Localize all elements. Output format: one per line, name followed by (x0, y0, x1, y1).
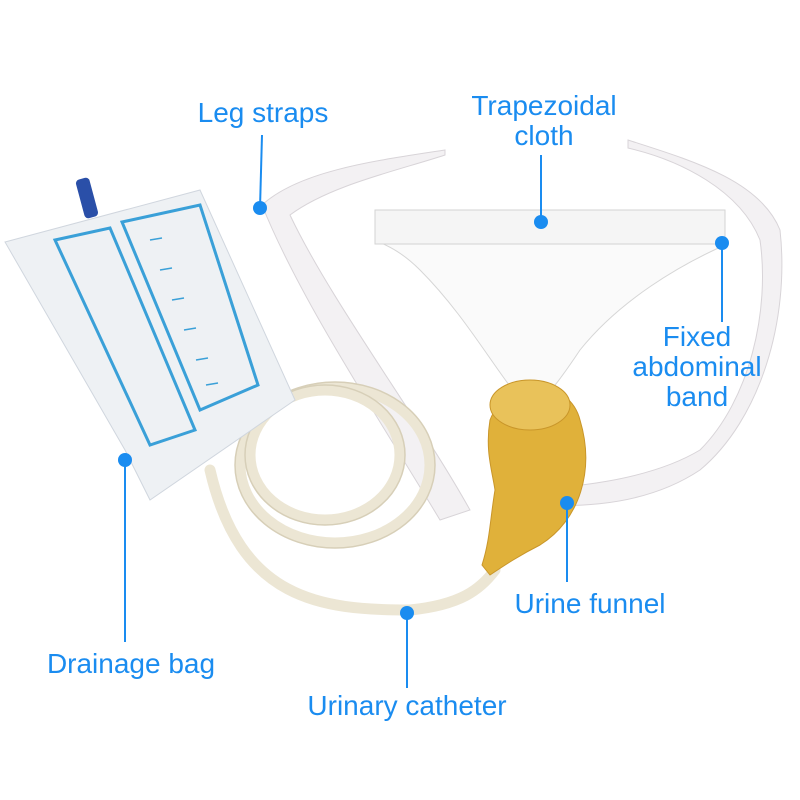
catheter-tube (204, 381, 501, 616)
funnel-dot (560, 496, 574, 510)
catheter-dot (400, 606, 414, 620)
trapezoidal-cloth-label: Trapezoidal cloth (471, 91, 616, 151)
drainage-bag-label: Drainage bag (46, 648, 216, 679)
urinary-catheter-label: Urinary catheter (307, 690, 507, 721)
label-line: abdominal (632, 351, 762, 382)
left-leg-strap (261, 149, 471, 521)
leg-straps-label: Leg straps (197, 97, 329, 128)
label-line: cloth (514, 120, 574, 151)
band-dot (715, 236, 729, 250)
label-line: band (665, 381, 729, 412)
fixed-abdominal-band-label: Fixed abdominal band (632, 322, 761, 412)
cloth-dot (534, 215, 548, 229)
label-line: Trapezoidal (471, 90, 617, 121)
bag-valve-cap (75, 177, 99, 219)
bag-dot (118, 453, 132, 467)
label-line: Fixed (662, 321, 732, 352)
drainage-bag (4, 177, 296, 501)
abdominal-band (374, 209, 726, 245)
urine-funnel (481, 379, 587, 576)
leg-straps-pointer (259, 134, 263, 209)
leg-straps-dot (253, 201, 267, 215)
urine-funnel-label: Urine funnel (514, 588, 666, 619)
